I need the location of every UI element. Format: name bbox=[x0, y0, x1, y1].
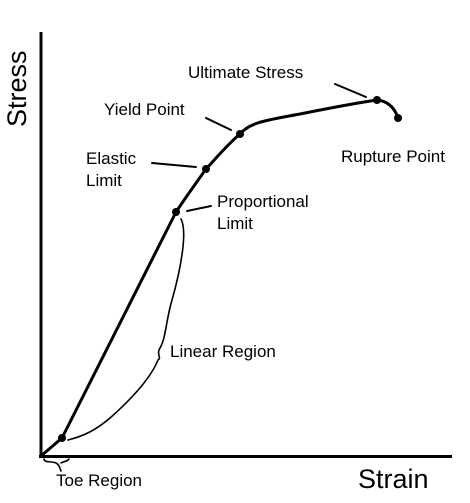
toe-region-label: Toe Region bbox=[56, 471, 142, 490]
elastic-limit-point bbox=[202, 165, 210, 173]
toe-point bbox=[58, 434, 66, 442]
ultimate-stress-leader bbox=[334, 83, 367, 98]
proportional-limit-label-line1: Proportional bbox=[217, 192, 309, 211]
toe-region-bracket bbox=[43, 458, 70, 472]
linear-region-label: Linear Region bbox=[170, 342, 276, 361]
elastic-limit-label-line2: Limit bbox=[86, 171, 122, 190]
ultimate-stress-label: Ultimate Stress bbox=[188, 63, 303, 82]
yield-point-point bbox=[236, 130, 244, 138]
y-axis-title: Stress bbox=[2, 50, 32, 127]
x-axis-title: Strain bbox=[358, 464, 429, 494]
elastic-limit-leader bbox=[151, 162, 197, 168]
rupture-point-point bbox=[394, 114, 402, 122]
proportional-limit-leader bbox=[186, 205, 212, 212]
ultimate-stress-point bbox=[373, 96, 381, 104]
linear-region-bracket bbox=[67, 218, 185, 441]
proportional-limit-point bbox=[172, 208, 180, 216]
elastic-limit-label-line1: Elastic bbox=[86, 149, 137, 168]
yield-point-label: Yield Point bbox=[104, 100, 185, 119]
proportional-limit-label-line2: Limit bbox=[217, 214, 253, 233]
yield-point-leader bbox=[205, 117, 232, 131]
rupture-point-label: Rupture Point bbox=[341, 147, 445, 166]
